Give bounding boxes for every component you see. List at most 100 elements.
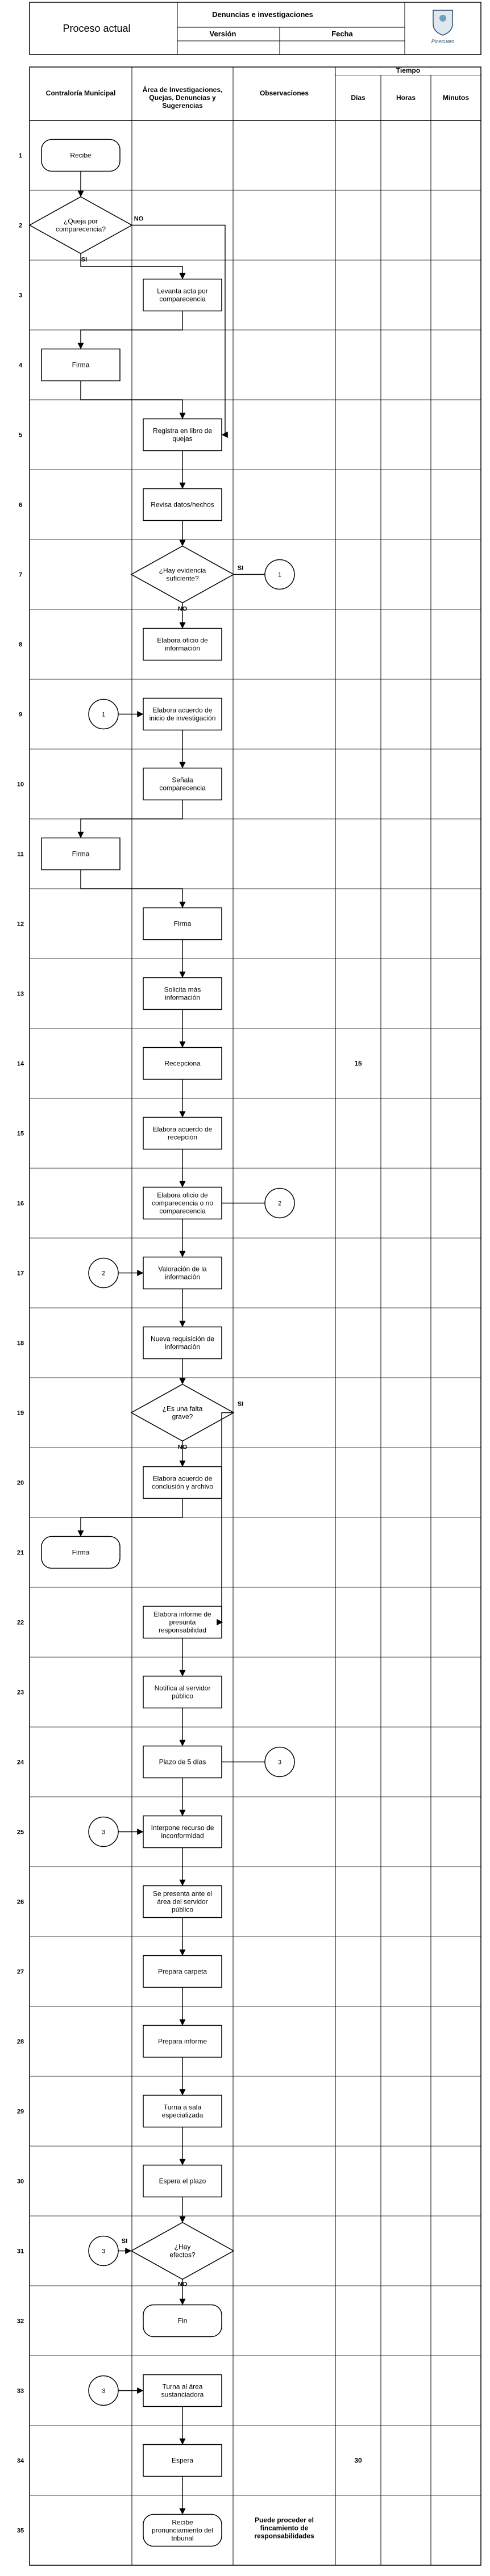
connector-label: 3 bbox=[102, 1829, 105, 1836]
process-subject: Denuncias e investigaciones bbox=[212, 10, 313, 19]
time-dias: 15 bbox=[354, 1060, 362, 1068]
connector-circle bbox=[264, 1746, 295, 1778]
process-box bbox=[143, 2374, 222, 2407]
document-header: Proceso actual Denuncias e investigacion… bbox=[29, 2, 481, 55]
process-box bbox=[143, 1326, 222, 1360]
process-box bbox=[143, 1605, 222, 1639]
flow-arrow bbox=[77, 311, 183, 349]
step-process-4: Firma bbox=[41, 348, 121, 382]
col-header-area: Área de Investigaciones, bbox=[143, 85, 223, 94]
step-label: ¿Hay bbox=[175, 2243, 191, 2251]
row-number: 14 bbox=[17, 1061, 24, 1068]
step-label: ¿Hay evidencia bbox=[159, 567, 206, 575]
step-label: pronunciamiento del bbox=[152, 2527, 213, 2535]
step-process-27: Prepara carpeta bbox=[143, 1955, 222, 1988]
step-label: Nueva requisición de bbox=[151, 1335, 214, 1343]
row-number: 31 bbox=[17, 2248, 24, 2255]
row-number: 12 bbox=[17, 921, 24, 928]
connector-circle bbox=[88, 2375, 119, 2406]
connector-label: 3 bbox=[102, 2388, 105, 2395]
step-label: información bbox=[165, 1343, 200, 1351]
connector-label: 1 bbox=[102, 712, 105, 718]
step-label: Elabora acuerdo de bbox=[153, 1126, 213, 1134]
row-number: 35 bbox=[17, 2528, 24, 2535]
step-label: Elabora oficio de bbox=[157, 637, 208, 645]
connector-label: 3 bbox=[278, 1759, 281, 1766]
connector-circle bbox=[264, 559, 295, 590]
step-label: información bbox=[165, 645, 200, 653]
process-box bbox=[143, 1186, 222, 1220]
step-label: Turna al área bbox=[163, 2383, 203, 2391]
connector-circle bbox=[264, 1187, 295, 1219]
flow-arrow-no bbox=[132, 224, 228, 438]
row-number: 17 bbox=[17, 1270, 24, 1277]
step-process-28: Prepara informe bbox=[143, 2025, 222, 2058]
branch-label-no: NO bbox=[134, 216, 144, 223]
step-label: información bbox=[165, 994, 200, 1002]
row-number: 8 bbox=[19, 642, 22, 649]
row-number: 22 bbox=[17, 1620, 24, 1626]
process-box bbox=[143, 907, 222, 940]
row-number: 9 bbox=[19, 712, 22, 718]
step-label: Notifica al servidor bbox=[155, 1684, 211, 1692]
step-label: comparecencia bbox=[159, 295, 206, 303]
process-box bbox=[143, 1256, 222, 1290]
step-label: Plazo de 5 días bbox=[159, 1758, 206, 1766]
step-label: comparecencia bbox=[159, 784, 206, 792]
step-label: Turna a sala bbox=[164, 2104, 202, 2111]
tiempo-header-cell bbox=[336, 68, 480, 75]
row-number: 1 bbox=[19, 153, 22, 160]
step-label: inicio de investigación bbox=[150, 714, 216, 722]
row-number: 27 bbox=[17, 1969, 24, 1976]
process-box bbox=[143, 628, 222, 661]
col-header-minutos: Minutos bbox=[443, 94, 469, 102]
step-terminal-1: Recibe bbox=[41, 139, 121, 172]
col-header-area: Quejas, Denuncias y bbox=[149, 94, 216, 102]
row-number: 6 bbox=[19, 502, 22, 509]
step-label: Recibe bbox=[172, 2519, 193, 2527]
branch-label-si: SI bbox=[122, 2238, 127, 2245]
step-label: Señala bbox=[172, 776, 193, 784]
step-label: Firma bbox=[174, 920, 192, 928]
step-label: Revisa datos/hechos bbox=[151, 501, 214, 509]
row-number: 11 bbox=[17, 851, 24, 858]
connector-label: 2 bbox=[102, 1270, 105, 1277]
step-label: Se presenta ante el bbox=[153, 1890, 212, 1898]
observation-text: responsabilidades bbox=[254, 2532, 314, 2540]
flow-arrow bbox=[77, 800, 183, 838]
step-label: público bbox=[172, 1906, 193, 1914]
connector-circle bbox=[88, 1257, 119, 1289]
branch-label-si: SI bbox=[81, 257, 87, 264]
connector-circle bbox=[88, 1816, 119, 1847]
process-box bbox=[41, 348, 121, 382]
step-process-12: Firma bbox=[143, 907, 222, 940]
step-label: área del servidor bbox=[157, 1898, 207, 1906]
step-process-22: Elabora informe depresuntaresponsabilida… bbox=[143, 1605, 222, 1639]
step-process-11: Firma bbox=[41, 837, 121, 871]
step-label: grave? bbox=[172, 1413, 193, 1421]
flow-table: Contraloría Municipal Área de Investigaci… bbox=[17, 66, 481, 2566]
step-label: comparecencia bbox=[159, 1207, 206, 1215]
process-title: Proceso actual bbox=[63, 23, 130, 34]
step-label: Espera bbox=[172, 2457, 193, 2465]
step-label: efectos? bbox=[169, 2251, 196, 2259]
row-number: 19 bbox=[17, 1410, 24, 1417]
observation-text: fincamiento de bbox=[260, 2524, 309, 2532]
step-label: presunta bbox=[169, 1619, 196, 1626]
connector-circle bbox=[88, 699, 119, 730]
flow-arrow bbox=[77, 1498, 183, 1537]
step-label: recepción bbox=[168, 1134, 197, 1141]
step-label: Levanta acta por bbox=[157, 287, 207, 295]
connector-circle bbox=[88, 2235, 119, 2266]
col-header-contraloria: Contraloría Municipal bbox=[46, 89, 116, 97]
version-label: Versión bbox=[210, 30, 236, 38]
row-number: 16 bbox=[17, 1201, 24, 1207]
process-box bbox=[143, 2025, 222, 2058]
row-number: 3 bbox=[19, 292, 22, 299]
